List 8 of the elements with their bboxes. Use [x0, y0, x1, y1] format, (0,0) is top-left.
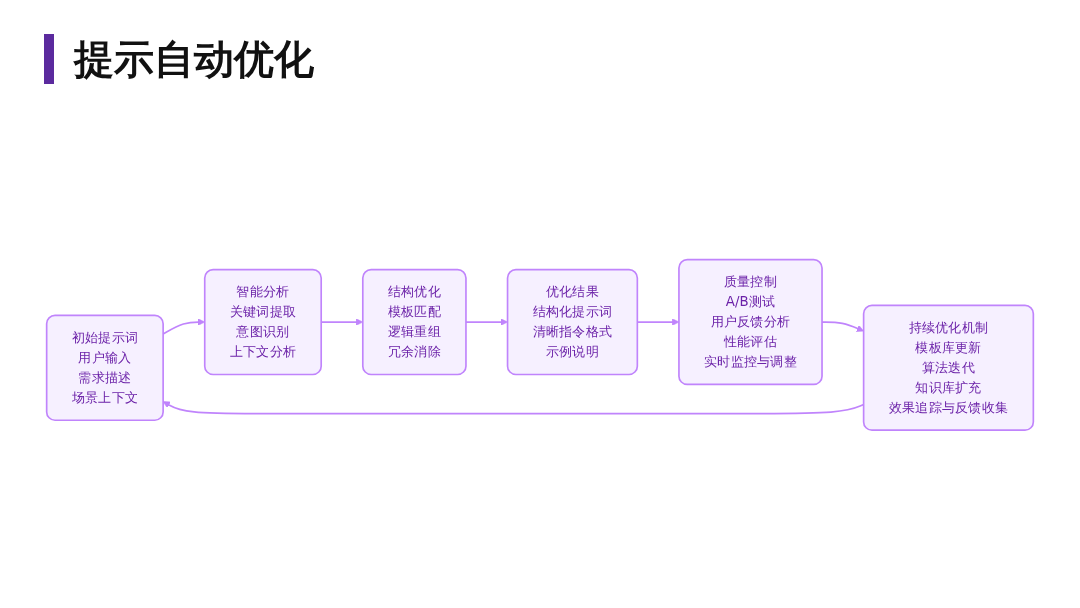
node-box: 初始提示词 用户输入 需求描述 场景上下文: [45, 314, 164, 422]
node-box: 持续优化机制 模板库更新 算法迭代 知识库扩充 效果追踪与反馈收集: [862, 304, 1035, 432]
slide-title: 提示自动优化: [44, 34, 314, 84]
node-box: 结构优化 模板匹配 逻辑重组 冗余消除: [361, 268, 467, 376]
arrow: [465, 318, 508, 326]
node-box: 质量控制 A/B测试 用户反馈分析 性能评估 实时监控与调整: [678, 258, 823, 386]
node-box: 优化结果 结构化提示词 清晰指令格式 示例说明: [506, 268, 639, 376]
node-box: 智能分析 关键词提取 意图识别 上下文分析: [203, 268, 323, 376]
